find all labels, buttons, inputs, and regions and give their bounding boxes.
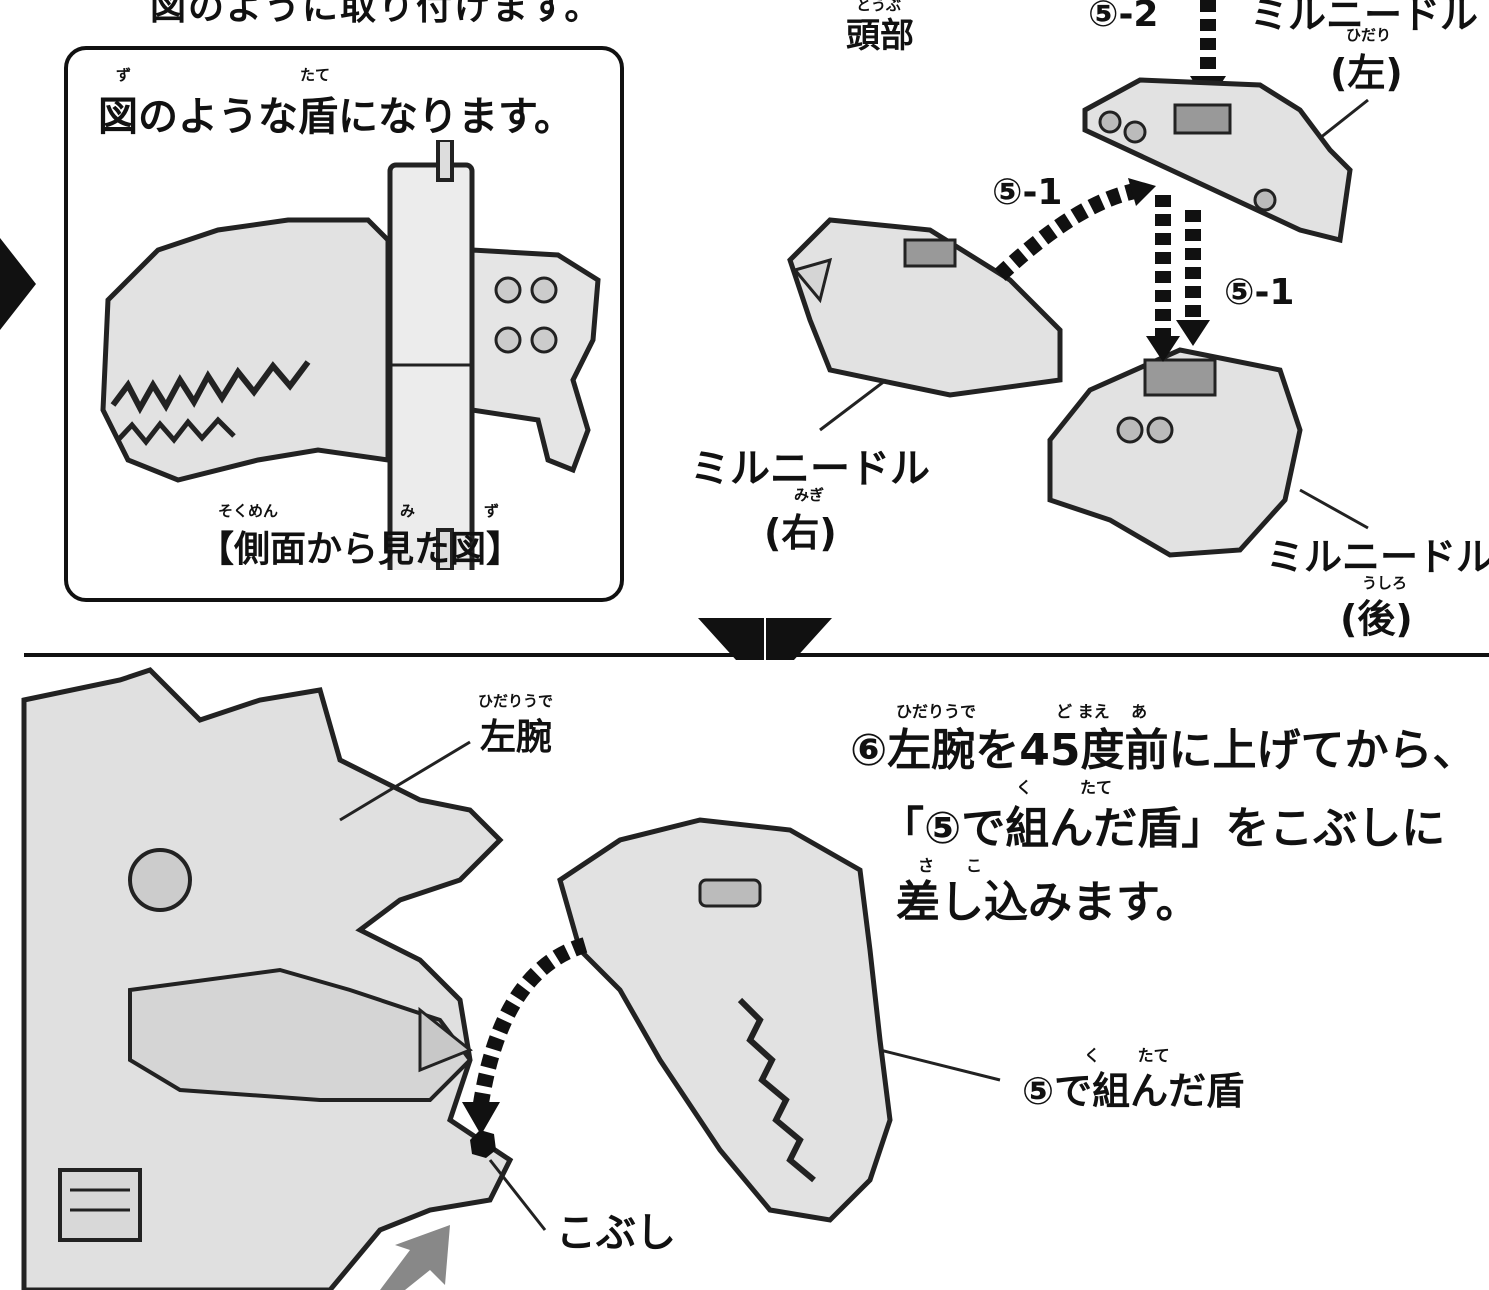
- caption-ruby-1: ず: [116, 66, 132, 84]
- left-arm-label: 左腕: [480, 717, 553, 758]
- part-left-side: (左): [1330, 51, 1403, 95]
- part-back-ruby: うしろ: [1362, 574, 1408, 592]
- side-view-ruby-1: そくめん: [218, 502, 279, 520]
- part-back-side: (後): [1340, 597, 1413, 641]
- top-cut-text: 図のように取り付けます。: [150, 0, 603, 28]
- part-right-side: (右): [764, 511, 837, 555]
- dotted-arrow-icon: [472, 937, 588, 1112]
- left-arm-ruby: ひだりうで: [478, 692, 554, 710]
- part-right-ruby: みぎ: [794, 486, 825, 504]
- side-view-label: 【側面から見た図】: [198, 529, 523, 570]
- fist-label: こぶし: [556, 1210, 676, 1256]
- step6-ruby-1: ひだりうで ど まえ あ: [896, 702, 1148, 721]
- head-ruby: とうぶ: [856, 0, 902, 14]
- step6-line3: 差し込みます。: [896, 877, 1200, 928]
- part-right-name: ミルニードル: [690, 446, 930, 492]
- step-5-2-label: ⑤-2: [1088, 0, 1159, 35]
- step-5-1-label-left: ⑤-1: [992, 172, 1063, 213]
- side-view-ruby-2: み: [400, 502, 416, 520]
- arrow-left-dotted-head: [1128, 178, 1156, 206]
- caption-ruby-2: たて: [300, 66, 331, 84]
- step6-line2: 「⑤で組んだ盾」をこぶしに: [880, 803, 1446, 854]
- shield-label: ⑤で組んだ盾: [1022, 1069, 1245, 1113]
- step6-line1: ⑥左腕を45度前に上げてから、: [850, 725, 1477, 776]
- head-label: 頭部: [846, 16, 914, 56]
- panel-caption: 図のような盾になります。: [98, 94, 574, 140]
- step-5-1-label-right: ⑤-1: [1224, 272, 1295, 313]
- part-left-ruby: ひだり: [1346, 26, 1392, 44]
- step6-ruby-2: く たて: [1016, 778, 1113, 797]
- step6-ruby-3: さ こ: [918, 856, 983, 875]
- arrow-right-icon: [0, 238, 36, 330]
- assembly-illustration: [24, 0, 1489, 660]
- part-back-name: ミルニードル: [1266, 535, 1489, 579]
- shield-panel: ず たて 図のような盾になります。 そくめん み ず 【側面から見た図】: [64, 46, 624, 602]
- shield-side-illustration: [100, 140, 601, 570]
- side-view-ruby-3: ず: [484, 502, 500, 520]
- part-left-name: ミルニードル: [1250, 0, 1479, 37]
- shield-ruby: く たて: [1084, 1046, 1170, 1065]
